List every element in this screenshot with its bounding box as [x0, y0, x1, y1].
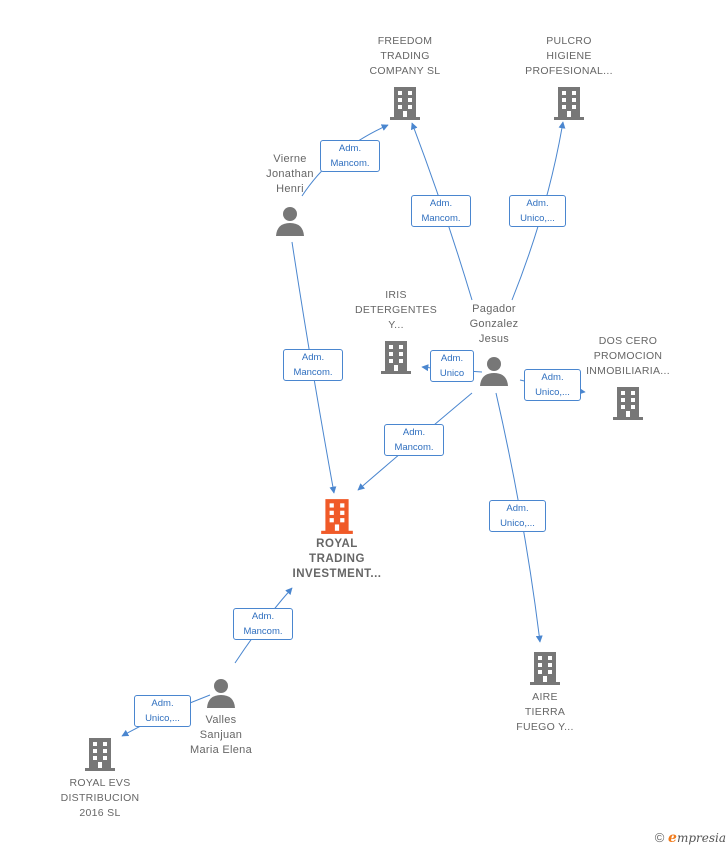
building-icon	[530, 652, 560, 685]
node-pulcro-higiene[interactable]: PULCRO HIGIENE PROFESIONAL...	[515, 34, 623, 121]
node-label: IRIS DETERGENTES Y...	[354, 289, 438, 331]
building-icon	[321, 499, 353, 534]
empresia-logo: empresia	[668, 830, 726, 846]
relation-pagador-iris[interactable]: Adm. Unico	[430, 350, 474, 382]
relation-pagador-aire[interactable]: Adm. Unico,...	[489, 500, 546, 532]
relation-valles-royalevs[interactable]: Adm. Unico,...	[134, 695, 191, 727]
person-icon	[480, 357, 508, 386]
node-label: ROYAL EVS DISTRIBUCION 2016 SL	[60, 777, 140, 819]
footer-brand: © empresia	[655, 830, 726, 846]
relation-vierne-royal[interactable]: Adm. Mancom.	[283, 349, 343, 381]
node-vierne-jonathan-henri[interactable]: Vierne Jonathan Henri	[250, 152, 330, 237]
relation-vierne-freedom[interactable]: Adm. Mancom.	[320, 140, 380, 172]
node-royal-evs-distribucion[interactable]: ROYAL EVS DISTRIBUCION 2016 SL	[50, 736, 150, 821]
node-iris-detergentes[interactable]: IRIS DETERGENTES Y...	[346, 288, 446, 375]
copyright-symbol: ©	[654, 830, 665, 845]
relation-pagador-royal[interactable]: Adm. Mancom.	[384, 424, 444, 456]
node-label: Vierne Jonathan Henri	[266, 153, 314, 195]
node-freedom-trading[interactable]: FREEDOM TRADING COMPANY SL	[355, 34, 455, 121]
node-dos-cero-promocion[interactable]: DOS CERO PROMOCION INMOBILIARIA...	[578, 334, 678, 421]
node-royal-trading-investment[interactable]: ROYAL TRADING INVESTMENT...	[282, 497, 392, 582]
node-label: ROYAL TRADING INVESTMENT...	[292, 538, 382, 580]
relation-pagador-pulcro[interactable]: Adm. Unico,...	[509, 195, 566, 227]
person-icon	[207, 679, 235, 708]
node-label: DOS CERO PROMOCION INMOBILIARIA...	[586, 335, 670, 377]
node-label: Pagador Gonzalez Jesus	[469, 303, 519, 345]
relation-valles-royal[interactable]: Adm. Mancom.	[233, 608, 293, 640]
node-pagador-gonzalez-jesus[interactable]: Pagador Gonzalez Jesus	[452, 302, 536, 387]
node-label: AIRE TIERRA FUEGO Y...	[516, 691, 574, 733]
building-icon	[85, 738, 115, 771]
relation-pagador-doscero[interactable]: Adm. Unico,...	[524, 369, 581, 401]
person-icon	[276, 207, 304, 236]
node-label: Valles Sanjuan Maria Elena	[190, 714, 252, 756]
relation-pagador-freedom[interactable]: Adm. Mancom.	[411, 195, 471, 227]
node-label: FREEDOM TRADING COMPANY SL	[369, 35, 441, 77]
node-aire-tierra-fuego[interactable]: AIRE TIERRA FUEGO Y...	[500, 650, 590, 735]
building-icon	[390, 87, 420, 120]
node-label: PULCRO HIGIENE PROFESIONAL...	[525, 35, 613, 77]
node-valles-sanjuan-maria-elena[interactable]: Valles Sanjuan Maria Elena	[176, 677, 266, 758]
building-icon	[554, 87, 584, 120]
building-icon	[381, 341, 411, 374]
building-icon	[613, 387, 643, 420]
